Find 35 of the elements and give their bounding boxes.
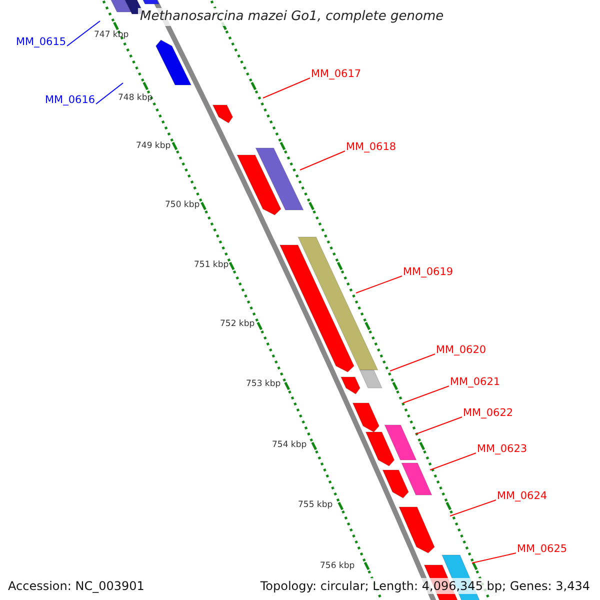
gene-label: MM_0615 bbox=[16, 36, 66, 48]
gene-label: MM_0616 bbox=[45, 94, 96, 106]
leader-line bbox=[262, 78, 310, 98]
tick-label: 751 kbp bbox=[194, 260, 229, 270]
tick-label: 747 kbp bbox=[94, 30, 129, 40]
tick-label: 748 kbp bbox=[118, 93, 153, 103]
leader-line bbox=[356, 276, 402, 294]
gene-label: MM_0622 bbox=[463, 407, 514, 419]
tick-label: 750 kbp bbox=[165, 200, 200, 210]
gene-label: MM_0623 bbox=[477, 443, 528, 455]
tick-label: 755 kbp bbox=[298, 500, 333, 510]
gene-label: MM_0618 bbox=[346, 141, 396, 153]
leader-line bbox=[416, 416, 462, 434]
gene-label: MM_0621 bbox=[450, 376, 500, 388]
leader-line bbox=[430, 452, 476, 470]
genome-info-text: Topology: circular; Length: 4,096,345 bp; Genes: 3,434 bbox=[258, 578, 592, 594]
tick-label: 756 kbp bbox=[320, 561, 355, 571]
leader-line bbox=[300, 150, 346, 170]
tick-label: 749 kbp bbox=[136, 141, 171, 151]
leader-line bbox=[390, 354, 436, 372]
gene-label: MM_0624 bbox=[497, 490, 548, 502]
leader-line bbox=[472, 552, 516, 564]
tick-label: 753 kbp bbox=[246, 379, 281, 389]
gene-label: MM_0625 bbox=[517, 543, 568, 555]
leader-line bbox=[96, 82, 124, 104]
leader-line bbox=[450, 500, 496, 516]
leader-line bbox=[66, 20, 100, 46]
gene-label: MM_0619 bbox=[403, 266, 454, 278]
gene-label: MM_0620 bbox=[436, 344, 486, 356]
tick-label: 754 kbp bbox=[272, 440, 307, 450]
tick-label: 752 kbp bbox=[220, 319, 255, 329]
gene-label: MM_0617 bbox=[311, 68, 362, 80]
leader-line bbox=[402, 386, 450, 404]
accession-text: Accession: NC_003901 bbox=[6, 578, 146, 594]
title: Methanosarcina mazei Go1, complete genome bbox=[138, 8, 446, 26]
